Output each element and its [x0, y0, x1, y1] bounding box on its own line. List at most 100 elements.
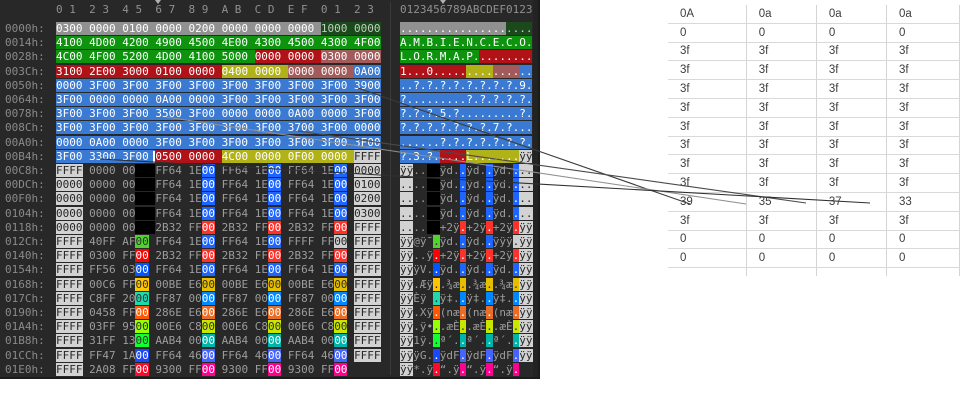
hex-row-bytes[interactable]: 0000 0000 0000 FF64 1E00 FF64 1E00 FF64 …: [56, 192, 381, 206]
table-cell[interactable]: 33: [886, 192, 960, 212]
hex-row-bytes[interactable]: 3100 2E00 3000 0100 0000 0400 0000 0000 …: [56, 64, 381, 79]
hex-row-ascii[interactable]: ÿÿ@ÿ¯.ÿd..ÿd..ÿÿÿ.ÿÿ: [400, 235, 533, 249]
hex-row-ascii[interactable]: ÿÿÈÿ .ÿ‡..ÿ‡..ÿ‡..ÿÿ: [400, 291, 533, 306]
table-cell[interactable]: 39: [668, 192, 747, 212]
hex-row-bytes[interactable]: FFFF FF56 0300 FF64 1E00 FF64 1E00 FF64 …: [56, 263, 381, 277]
hex-row-bytes[interactable]: 4C00 4F00 5200 4D00 4100 5000 0000 0000 …: [56, 50, 381, 64]
table-cell[interactable]: 0: [746, 248, 817, 269]
hex-row-ascii[interactable]: ?.?.?.?.?.?.?.7.?...: [400, 121, 533, 135]
hex-row-bytes[interactable]: FFFF 03FF 9500 00E6 C800 00E6 C800 00E6 …: [56, 320, 381, 334]
hex-row-bytes[interactable]: FFFF FF47 1A00 FF64 4600 FF64 4600 FF64 …: [56, 348, 381, 363]
table-cell[interactable]: 3f: [816, 79, 888, 99]
hex-row-bytes[interactable]: FFFF 31FF 1300 AAB4 0000 AAB4 0000 AAB4 …: [56, 334, 381, 348]
table-cell[interactable]: 3f: [886, 60, 960, 81]
table-cell[interactable]: 0a: [746, 5, 817, 24]
hex-row-ascii[interactable]: ?.3.?.....L.......ÿÿ: [400, 149, 533, 164]
hex-row-ascii[interactable]: ?.?.?.5.?.........?.: [400, 107, 533, 121]
table-cell[interactable]: 3f: [746, 154, 817, 175]
hex-row-ascii[interactable]: ..?.?.?.?.?.?.?.?.9.: [400, 78, 533, 93]
table-cell[interactable]: 3f: [668, 211, 747, 231]
hex-row-ascii[interactable]: .... ÿd..ÿd..ÿd....: [400, 178, 533, 192]
hex-row-bytes[interactable]: 0000 0000 0000 2B32 FF00 2B32 FF00 2B32 …: [56, 220, 381, 235]
hex-row-ascii[interactable]: ....................: [400, 22, 533, 36]
table-cell[interactable]: 3f: [816, 136, 888, 156]
hex-row-ascii[interactable]: .... ÿd..ÿd..ÿd....: [400, 192, 533, 206]
hex-row-ascii[interactable]: ÿÿ1ÿ..ª´..ª´..ª´..ÿÿ: [400, 334, 533, 348]
table-cell[interactable]: 3f: [668, 154, 747, 175]
table-cell[interactable]: 3f: [816, 98, 888, 118]
table-cell[interactable]: 3f: [746, 211, 817, 231]
table-cell[interactable]: 0: [746, 23, 817, 43]
hex-row-bytes[interactable]: 0000 3F00 3F00 3F00 3F00 3F00 3F00 3F00 …: [56, 78, 381, 93]
table-cell[interactable]: 3f: [668, 136, 747, 156]
table-cell[interactable]: 3f: [886, 117, 960, 137]
table-cell[interactable]: 3f: [746, 79, 817, 99]
hex-row-ascii[interactable]: ÿÿ.Æÿ..¾æ..¾æ..¾æ.ÿÿ: [400, 277, 533, 292]
hex-row-bytes[interactable]: FFFF 2A08 FF00 9300 FF00 9300 FF00 9300 …: [56, 362, 348, 377]
table-cell[interactable]: 37: [816, 192, 888, 212]
table-cell[interactable]: 3f: [668, 98, 747, 118]
table-cell[interactable]: 3f: [668, 173, 747, 193]
hex-row-bytes[interactable]: FFFF 0458 FF00 286E E600 286E E600 286E …: [56, 306, 381, 320]
hex-row-bytes[interactable]: 3F00 0000 0000 0A00 0000 3F00 3F00 3F00 …: [56, 93, 381, 107]
hex-row-bytes[interactable]: 0000 0000 0000 FF64 1E00 FF64 1E00 FF64 …: [56, 178, 381, 192]
table-cell[interactable]: 0: [668, 23, 747, 43]
table-cell[interactable]: 35: [746, 192, 817, 212]
table-cell[interactable]: 3f: [746, 42, 817, 62]
hex-row-bytes[interactable]: 3F00 3F00 3F00 3F00 3F00 3F00 3F00 3700 …: [56, 121, 381, 135]
table-cell[interactable]: 3f: [746, 117, 817, 137]
table-cell[interactable]: 3f: [816, 173, 888, 193]
hex-row-bytes[interactable]: 4100 4D00 4200 4900 4500 4E00 4300 4500 …: [56, 36, 381, 50]
hex-row-bytes[interactable]: FFFF 0300 FF00 2B32 FF00 2B32 FF00 2B32 …: [56, 249, 381, 263]
table-cell[interactable]: 3f: [816, 117, 888, 137]
hex-row-ascii[interactable]: ÿÿ*.ÿ.“.ÿ.“.ÿ.“.ÿ.: [400, 362, 520, 377]
table-cell[interactable]: 0a: [886, 5, 960, 24]
table-cell[interactable]: 0A: [668, 5, 747, 24]
table-cell[interactable]: 3f: [886, 211, 960, 231]
table-cell[interactable]: 0a: [816, 5, 888, 24]
table-cell[interactable]: 3f: [668, 117, 747, 137]
hex-row-ascii[interactable]: L.O.R.M.A.P.........: [400, 50, 533, 64]
table-cell[interactable]: 3f: [886, 173, 960, 193]
hex-row-ascii[interactable]: ......?.?.?.?.?.?.?.: [400, 135, 533, 150]
table-cell[interactable]: 0: [816, 248, 888, 269]
table-cell[interactable]: 0: [746, 230, 817, 250]
table-cell[interactable]: 3f: [886, 136, 960, 156]
hex-row-ascii[interactable]: A.M.B.I.E.N.C.E.C.O.: [400, 36, 533, 50]
hex-row-bytes[interactable]: FFFF 0000 0000 FF64 1E00 FF64 1E00 FF64 …: [56, 164, 381, 178]
table-cell[interactable]: 0: [886, 23, 960, 43]
table-cell[interactable]: 3f: [886, 79, 960, 99]
hex-row-ascii[interactable]: ÿÿÿG..ÿdF.ÿdF.ÿdF.ÿÿ: [400, 348, 533, 363]
hex-row-ascii[interactable]: ÿÿ.ÿ•..æÈ..æÈ..æÈ.ÿÿ: [400, 320, 533, 334]
hex-row-bytes[interactable]: 3F00 3F00 3F00 3500 3F00 0000 0000 0A00 …: [56, 107, 381, 121]
hex-row-ascii[interactable]: ÿÿ..ÿ.+2ÿ.+2ÿ.+2ÿ.ÿÿ: [400, 249, 533, 263]
hex-row-ascii[interactable]: .... ÿd..ÿd..ÿd....: [400, 206, 533, 221]
hex-row-bytes[interactable]: FFFF 00C6 FF00 00BE E600 00BE E600 00BE …: [56, 277, 381, 292]
table-cell[interactable]: 3f: [816, 211, 888, 231]
hex-row-bytes[interactable]: FFFF C8FF 2000 FF87 0000 FF87 0000 FF87 …: [56, 291, 381, 306]
hex-row-bytes[interactable]: 0000 0A00 0000 3F00 3F00 3F00 3F00 3F00 …: [56, 135, 381, 150]
hex-row-bytes[interactable]: 3F00 3300 3F00 0500 0000 4C00 0000 0F00 …: [56, 149, 381, 164]
hex-row-ascii[interactable]: ÿÿ.Xÿ.(næ.(næ.(næ.ÿÿ: [400, 306, 533, 320]
hex-row-ascii[interactable]: ÿÿ.. ÿd..ÿd..ÿd....: [400, 164, 533, 178]
table-cell[interactable]: 3f: [886, 98, 960, 118]
table-cell[interactable]: 3f: [816, 42, 888, 62]
hex-row-bytes[interactable]: 0000 0000 0000 FF64 1E00 FF64 1E00 FF64 …: [56, 206, 381, 221]
table-cell[interactable]: 3f: [886, 42, 960, 62]
table-cell[interactable]: 3f: [668, 79, 747, 99]
table-cell[interactable]: 0: [886, 248, 960, 269]
hex-row-ascii[interactable]: ÿÿÿV..ÿd..ÿd..ÿd..ÿÿ: [400, 263, 533, 277]
table-cell[interactable]: 3f: [886, 154, 960, 175]
table-cell[interactable]: 3f: [746, 60, 817, 81]
hex-row-bytes[interactable]: FFFF 40FF AF00 FF64 1E00 FF64 1E00 FFFF …: [56, 235, 381, 249]
table-cell[interactable]: 3f: [746, 136, 817, 156]
table-cell[interactable]: 3f: [668, 60, 747, 81]
table-cell[interactable]: 3f: [816, 154, 888, 175]
table-cell[interactable]: 0: [816, 230, 888, 250]
panel-right-edge[interactable]: [533, 0, 538, 377]
table-cell[interactable]: 3f: [746, 173, 817, 193]
table-cell[interactable]: 0: [886, 230, 960, 250]
table-cell[interactable]: 3f: [746, 98, 817, 118]
table-cell[interactable]: 0: [816, 23, 888, 43]
table-cell[interactable]: 0: [668, 230, 747, 250]
